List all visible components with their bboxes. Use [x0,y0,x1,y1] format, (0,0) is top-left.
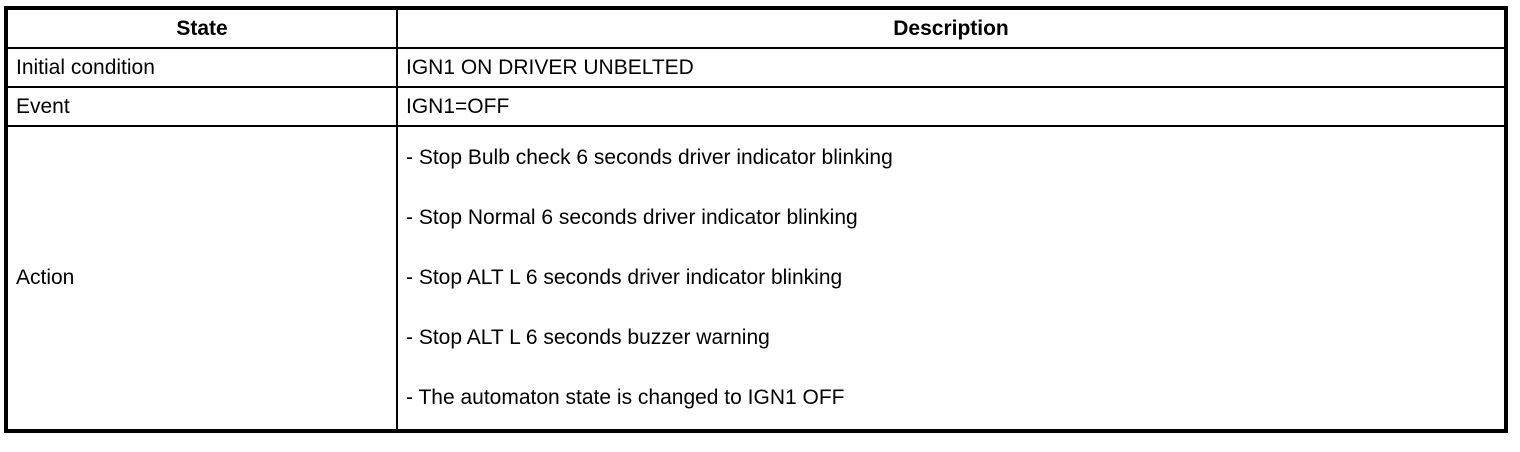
action-line: - The automaton state is changed to IGN1… [406,386,845,409]
table-header-row: State Description [5,7,1507,49]
column-header-state: State [5,7,398,49]
table-row-event: Event IGN1=OFF [5,86,1507,127]
table-row-action: Action - Stop Bulb check 6 seconds drive… [5,125,1507,432]
action-line: - Stop ALT L 6 seconds driver indicator … [406,266,843,289]
description-cell-action: - Stop Bulb check 6 seconds driver indic… [396,125,1507,432]
description-cell-event: IGN1=OFF [396,86,1507,127]
state-cell-event: Event [5,86,398,127]
table-row-initial-condition: Initial condition IGN1 ON DRIVER UNBELTE… [5,47,1507,88]
state-cell-action: Action [5,125,398,432]
action-line: - Stop Normal 6 seconds driver indicator… [406,206,858,229]
description-cell-initial-condition: IGN1 ON DRIVER UNBELTED [396,47,1507,88]
state-cell-initial-condition: Initial condition [5,47,398,88]
column-header-description: Description [396,7,1507,49]
action-line: - Stop ALT L 6 seconds buzzer warning [406,326,770,349]
state-description-table: State Description Initial condition IGN1… [4,6,1508,433]
action-line: - Stop Bulb check 6 seconds driver indic… [406,146,893,169]
